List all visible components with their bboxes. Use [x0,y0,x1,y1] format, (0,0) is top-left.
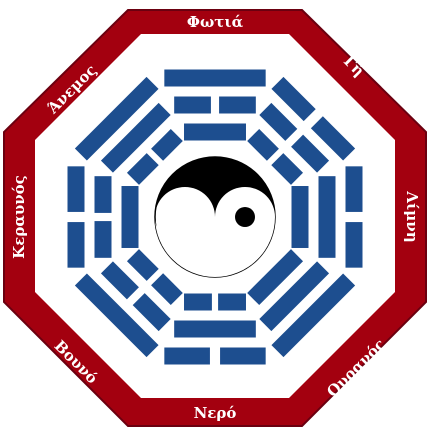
yang-line [100,102,171,173]
yang-line [318,176,336,258]
yin-line-segment [151,273,183,306]
yin-line-segment [126,153,159,185]
earth-trigram [247,76,356,185]
heaven-trigram [247,249,356,358]
thunder-trigram [67,166,139,268]
yin-line-segment [67,166,85,212]
yang-line [74,76,159,161]
yang-line [121,186,139,248]
yin-line-segment [247,128,279,161]
yang-line [164,69,266,87]
label-fire: Φωτιά [187,13,244,31]
yin-line-segment [259,102,298,141]
yin-line-segment [345,166,363,212]
yang-line [184,123,246,141]
yin-yang-icon [154,156,276,278]
label-water: Νερό [194,404,237,422]
yin-line-segment [271,153,304,185]
yin-dot [235,207,255,227]
yin-line-segment [151,128,183,161]
label-bottom-group: Νερό [194,404,237,422]
yang-line [74,273,159,358]
yin-line-segment [291,134,330,173]
yin-line-segment [132,293,171,332]
label-lake: Λίμνη [403,190,421,242]
yin-line-segment [67,222,85,268]
yin-line-segment [184,293,212,311]
yang-line [291,186,309,248]
trigram-ring [67,69,363,365]
yin-line-segment [126,249,159,281]
fire-trigram [164,69,266,141]
yin-line-segment [271,76,316,122]
wind-trigram [74,76,183,185]
water-trigram [164,293,266,365]
yin-line-segment [100,261,139,300]
yin-line-segment [310,116,356,161]
yin-line-segment [220,347,266,365]
label-thunder: Κεραυνός [10,175,28,259]
mountain-trigram [74,249,183,358]
yin-line-segment [174,96,211,114]
yang-line [174,320,256,338]
yin-line-segment [94,176,112,213]
yang-line [247,249,304,306]
yin-line-segment [218,293,246,311]
yang-dot [175,207,195,227]
yin-line-segment [219,96,256,114]
yin-line-segment [94,221,112,258]
yang-line [271,273,356,358]
yin-line-segment [164,347,210,365]
yang-line [259,261,330,332]
yin-line-segment [345,222,363,268]
label-right-group: Λίμνη [403,190,421,242]
label-left-group: Κεραυνός [10,175,28,259]
label-top-group: Φωτιά [187,13,244,31]
lake-trigram [291,166,363,268]
